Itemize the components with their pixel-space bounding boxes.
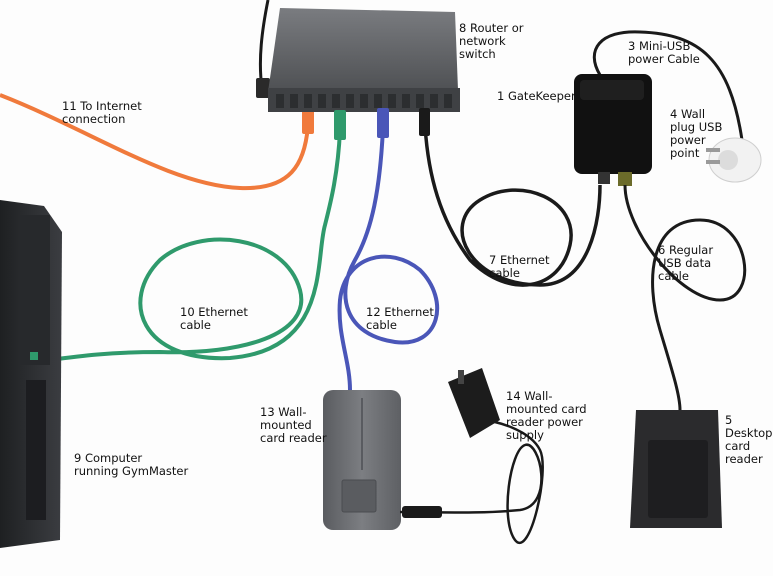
reader-power-supply [448,368,500,438]
label-ethernet-10: 10 Ethernet cable [180,305,248,332]
router [268,8,460,112]
label-internet: 11 To Internet connection [62,99,142,126]
label-router: 8 Router or network switch [459,21,524,61]
label-computer: 9 Computer running GymMaster [74,451,189,478]
ethernet-cable-7 [423,124,602,287]
router-power-cord [258,0,270,89]
reader-power-cable [399,418,544,545]
wall-mounted-card-reader [323,390,401,530]
reader-power-connector [402,506,442,518]
wall-plug [706,137,762,183]
gatekeeper-device [574,74,652,186]
label-gatekeeper: 1 GateKeeper [497,89,576,103]
internet-cable [0,93,310,191]
ethernet-cable-12 [337,127,440,391]
router-power-plug [256,78,270,98]
label-regular-usb-cable: 6 Regular USB data cable [658,243,714,283]
computer-tower [0,200,62,548]
ethernet-cable-10-plug [334,110,346,140]
ethernet-cable-7-plug [419,108,430,136]
regular-usb-cable [623,184,747,411]
label-desktop-reader: 5 Desktop card reader [725,413,773,466]
label-mini-usb-cable: 3 Mini-USB power Cable [628,39,700,66]
label-wall-plug: 4 Wall plug USB power point [670,107,723,160]
ethernet-cable-10 [49,129,342,362]
mini-usb-power-cable [592,30,744,141]
label-reader-power-supply: 14 Wall- mounted card reader power suppl… [506,389,587,442]
ethernet-cable-12-plug [377,108,389,138]
label-wall-mounted-reader: 13 Wall- mounted card reader [260,405,327,445]
desktop-card-reader [630,410,722,528]
label-ethernet-7: 7 Ethernet cable [489,253,550,280]
internet-cable-plug [302,108,314,134]
label-ethernet-12: 12 Ethernet cable [366,305,434,332]
